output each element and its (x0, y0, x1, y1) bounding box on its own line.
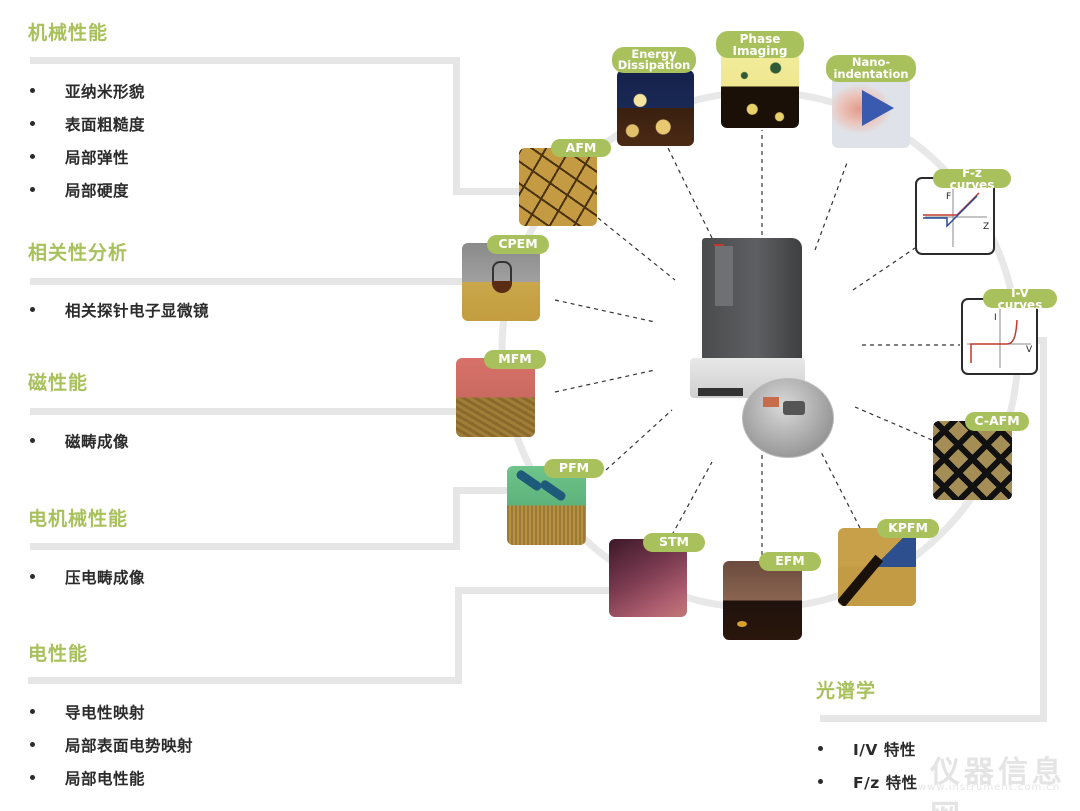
energy-dissipation-image (617, 70, 694, 146)
pfm-image (507, 466, 586, 545)
list-magnetic: 磁畴成像 (28, 424, 129, 457)
section-title-electrical: 电性能 (28, 643, 89, 665)
bullet-icon (30, 121, 35, 126)
connector-line (30, 408, 460, 415)
list-item: 局部硬度 (28, 173, 145, 206)
probe-head-closeup (742, 378, 834, 458)
list-item: 相关探针电子显微镜 (28, 293, 209, 326)
connector-line (30, 543, 460, 550)
instrument-image (690, 238, 810, 398)
watermark-text: 仪器信息网 (930, 755, 1066, 811)
iv-curve-line (970, 319, 1018, 363)
spoke-energy (667, 147, 713, 239)
connector-line (453, 57, 460, 195)
fz-curve-box: F Z (915, 177, 995, 255)
c-afm-image (933, 421, 1012, 500)
list-item: 亚纳米形貌 (28, 74, 145, 107)
iv-curve-box: I V (961, 298, 1038, 375)
connector-line (453, 188, 523, 195)
energy-dissipation-label: Energy Dissipation (612, 47, 696, 73)
iv-curve-chart (967, 308, 1031, 368)
bullet-icon (30, 307, 35, 312)
fz-curve-label: F-z curves (933, 167, 1011, 191)
connector-line (30, 57, 460, 64)
section-title-magnetic: 磁性能 (28, 372, 89, 394)
list-correlative: 相关探针电子显微镜 (28, 293, 209, 326)
section-title-electromechanical: 电机械性能 (28, 508, 129, 530)
spoke-fz (852, 247, 916, 291)
list-mechanical: 亚纳米形貌 表面粗糙度 局部弹性 局部硬度 (28, 74, 145, 206)
afm-image (519, 148, 597, 226)
bullet-icon (30, 187, 35, 192)
list-item: 压电畴成像 (28, 560, 145, 593)
bullet-icon (30, 574, 35, 579)
fz-retract-line (923, 195, 978, 228)
list-electrical: 导电性映射 局部表面电势映射 局部电性能 (28, 695, 193, 794)
list-item: 磁畴成像 (28, 424, 129, 457)
connector-line (1040, 337, 1047, 722)
list-electromechanical: 压电畴成像 (28, 560, 145, 593)
stm-label: STM (643, 533, 705, 552)
list-item: 导电性映射 (28, 695, 193, 728)
list-item: 局部表面电势映射 (28, 728, 193, 761)
iv-curve-label: I-V curves (983, 287, 1057, 311)
list-item: F/z 特性 (816, 765, 918, 798)
afm-label: AFM (551, 139, 611, 157)
spoke-nano (814, 159, 849, 251)
connector-line (453, 487, 513, 494)
cpem-label: CPEM (487, 235, 549, 254)
c-afm-label: C-AFM (965, 412, 1029, 431)
bullet-icon (30, 154, 35, 159)
iv-y-label: I (994, 313, 997, 323)
spoke-mfm (554, 369, 656, 393)
bullet-icon (30, 438, 35, 443)
connector-line (455, 587, 615, 594)
bullet-icon (818, 779, 823, 784)
mfm-label: MFM (484, 350, 546, 369)
list-spectroscopy: I/V 特性 F/z 特性 (816, 732, 918, 798)
pfm-label: PFM (544, 459, 604, 478)
iv-x-label: V (1026, 345, 1033, 355)
nanoindentation-label: Nano- indentation (826, 55, 916, 82)
section-title-spectroscopy: 光谱学 (816, 680, 877, 702)
list-item: I/V 特性 (816, 732, 918, 765)
stm-image (609, 539, 687, 617)
efm-label: EFM (759, 552, 821, 571)
section-title-mechanical: 机械性能 (28, 22, 109, 44)
connector-line (820, 715, 1047, 722)
bullet-icon (30, 709, 35, 714)
list-item: 局部电性能 (28, 761, 193, 794)
list-item: 表面粗糙度 (28, 107, 145, 140)
spoke-kpfm (819, 449, 861, 529)
bullet-icon (818, 746, 823, 751)
watermark-url: www.instrument.com.cn (918, 782, 1061, 793)
nanoindentation-image (832, 70, 910, 148)
connector-line (455, 587, 462, 684)
kpfm-label: KPFM (877, 519, 939, 538)
list-item: 局部弹性 (28, 140, 145, 173)
fz-y-label: F (946, 192, 952, 202)
cpem-image (462, 243, 540, 321)
kpfm-image (838, 528, 916, 606)
phase-imaging-label: Phase Imaging (716, 31, 804, 58)
connector-line (453, 487, 460, 550)
spoke-cpem (554, 299, 656, 323)
efm-image (723, 561, 802, 640)
bullet-icon (30, 775, 35, 780)
section-title-correlative: 相关性分析 (28, 242, 129, 264)
fz-curve-chart (923, 187, 987, 247)
spoke-stm (671, 461, 713, 536)
spoke-afm (597, 217, 676, 281)
bullet-icon (30, 742, 35, 747)
connector-line (30, 278, 465, 285)
mfm-image (456, 358, 535, 437)
bullet-icon (30, 88, 35, 93)
spoke-cafm (854, 406, 933, 441)
fz-x-label: Z (983, 222, 990, 232)
phase-imaging-image (721, 53, 799, 128)
spoke-pfm (605, 409, 673, 471)
connector-line (28, 677, 462, 684)
